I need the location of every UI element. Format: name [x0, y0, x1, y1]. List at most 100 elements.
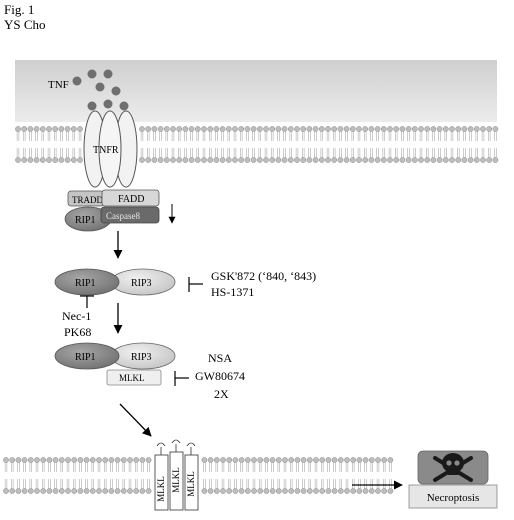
lipid-head — [232, 457, 239, 463]
fadd-box — [101, 189, 160, 207]
lipid-head — [207, 457, 214, 463]
gsk872-inhibitor-label: GSK'872 (‘840, ‘843) — [211, 269, 316, 283]
lipid-head — [313, 457, 319, 463]
lipid-head — [275, 157, 282, 163]
lipid-head — [244, 157, 251, 163]
lipid-head — [226, 488, 233, 494]
lipid-head — [325, 157, 331, 163]
lipid-head — [375, 457, 381, 463]
lipid-head — [201, 488, 208, 494]
lipid-head — [77, 457, 84, 463]
lipid-head — [486, 126, 493, 132]
lipid-head — [449, 157, 455, 163]
lipid-head — [58, 488, 65, 494]
lipid-head — [368, 488, 375, 494]
lipid-head — [71, 457, 78, 463]
rip1-label-step2: RIP1 — [75, 278, 96, 289]
lipid-head — [399, 126, 406, 132]
lipid-head — [58, 157, 65, 163]
tnf-ligand-cluster — [72, 69, 129, 111]
lipid-head — [145, 126, 152, 132]
tnfr-label: TNFR — [93, 145, 119, 156]
lipid-head — [244, 457, 251, 463]
rip3-label-step2: RIP3 — [131, 278, 152, 289]
lipid-head — [275, 488, 282, 494]
lipid-head — [219, 126, 226, 132]
lipid-head — [96, 488, 102, 494]
lipid-head — [294, 157, 300, 163]
lipid-head — [455, 157, 462, 163]
lipid-head — [71, 488, 78, 494]
lipid-head — [15, 457, 22, 463]
lipid-head — [21, 488, 28, 494]
lipid-head — [244, 488, 251, 494]
lipid-head — [114, 457, 121, 463]
lipid-head — [275, 126, 282, 132]
pk68-inhibitor-label: PK68 — [64, 325, 91, 339]
lipid-head — [9, 488, 16, 494]
lipid-head — [133, 488, 140, 494]
lipid-head — [436, 157, 443, 163]
lipid-head — [381, 488, 388, 494]
lipid-head — [393, 126, 400, 132]
lipid-head — [374, 157, 381, 163]
lipid-head — [77, 488, 84, 494]
mlkl-inhibition-symbol — [174, 371, 189, 386]
lipid-head — [418, 126, 424, 132]
lipid-head — [319, 488, 326, 494]
lipid-head — [232, 157, 238, 163]
lipid-head — [294, 126, 300, 132]
tnf-label: TNF — [48, 79, 69, 91]
rip1-inhibition-symbol — [80, 295, 94, 308]
lipid-head — [64, 126, 71, 132]
lipid-head — [176, 126, 183, 132]
lipid-head — [114, 488, 121, 494]
lipid-head — [325, 457, 332, 463]
2x-inhibitor-label: 2X — [214, 387, 229, 401]
lipid-head — [188, 126, 195, 132]
lipid-head — [442, 126, 449, 132]
lipid-head — [9, 457, 16, 463]
lipid-head — [52, 157, 59, 163]
tradd-label: TRADD — [72, 195, 103, 205]
lipid-head — [325, 126, 331, 132]
lipid-head — [64, 157, 71, 163]
lipid-head — [343, 157, 350, 163]
lipid-head — [133, 457, 140, 463]
lipid-head — [151, 157, 158, 163]
lipid-head — [108, 457, 115, 463]
lipid-head — [467, 157, 474, 163]
rip1-node-step3 — [54, 342, 120, 370]
lipid-head — [405, 157, 412, 163]
lipid-head — [108, 488, 115, 494]
lipid-head — [380, 157, 387, 163]
lipid-head — [263, 457, 270, 463]
nsa-inhibitor-label: NSA — [208, 351, 232, 365]
lipid-head — [275, 457, 282, 463]
lipid-head — [34, 488, 40, 494]
lipid-head — [380, 126, 387, 132]
lipid-head — [436, 126, 443, 132]
lipid-head — [163, 126, 170, 132]
lipid-head — [288, 488, 295, 494]
lipid-head — [238, 488, 245, 494]
lipid-head — [344, 488, 350, 494]
lipid-head — [337, 457, 344, 463]
lipid-head — [344, 457, 350, 463]
lipid-head — [405, 126, 412, 132]
lipid-head — [170, 157, 176, 163]
lipid-head — [269, 126, 276, 132]
lipid-head — [430, 126, 437, 132]
fadd-label: FADD — [118, 194, 144, 205]
bottom-lipid-bilayer — [3, 457, 394, 494]
lipid-head — [467, 126, 474, 132]
lipid-head — [424, 126, 431, 132]
lipid-head — [387, 126, 393, 132]
lipid-head — [52, 457, 59, 463]
lipid-head — [480, 157, 486, 163]
lipid-head — [65, 457, 71, 463]
lipid-head — [306, 488, 313, 494]
lipid-head — [21, 457, 28, 463]
lipid-head — [461, 157, 468, 163]
